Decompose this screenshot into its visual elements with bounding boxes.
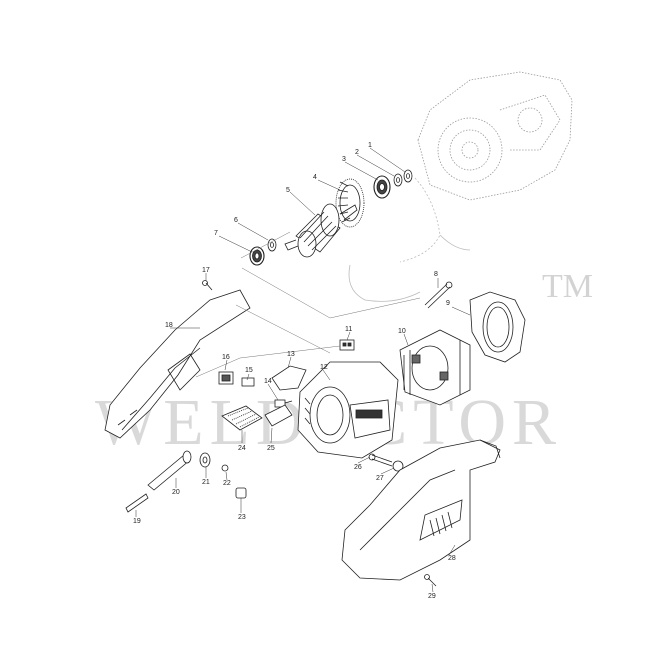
part-29-screw <box>424 574 437 587</box>
part-13-insulation-sheet <box>271 365 307 391</box>
part-22-pin <box>221 464 229 472</box>
callout-24: 24 <box>238 445 246 452</box>
part-25-switch <box>264 404 293 427</box>
callout-29: 29 <box>428 593 436 600</box>
part-1-thrust-washer <box>403 169 413 183</box>
assembly-guides <box>195 231 421 378</box>
callout-1: 1 <box>368 142 372 149</box>
callout-10: 10 <box>398 328 406 335</box>
callout-4: 4 <box>313 174 317 181</box>
part-21-nut <box>199 452 211 468</box>
callout-19: 19 <box>133 518 141 525</box>
watermark-trademark: TM <box>542 268 593 305</box>
callout-16: 16 <box>222 354 230 361</box>
part-28-handle-cover <box>341 439 501 581</box>
part-14-carbon-brush <box>274 399 293 408</box>
callout-15: 15 <box>245 367 253 374</box>
part-12-motor-housing <box>297 361 399 459</box>
part-3-bearing <box>373 175 391 199</box>
part-16-brush-holder <box>218 371 234 385</box>
part-26-bolt <box>368 453 393 467</box>
part-9-baffle-plate <box>469 291 526 363</box>
part-5-armature <box>284 203 358 258</box>
callout-5: 5 <box>286 187 290 194</box>
leader-lines <box>135 147 471 593</box>
part-2-washer <box>393 173 403 187</box>
callout-3: 3 <box>342 156 346 163</box>
part-4-helical-gear <box>335 178 365 228</box>
callout-17: 17 <box>202 267 210 274</box>
part-11-connector <box>339 339 355 351</box>
callout-26: 26 <box>354 464 362 471</box>
part-20-rod <box>147 450 192 491</box>
gear-housing <box>417 71 573 201</box>
callout-7: 7 <box>214 230 218 237</box>
callout-28: 28 <box>448 555 456 562</box>
part-17-screw <box>202 280 213 291</box>
part-23-cap <box>235 487 247 499</box>
callout-23: 23 <box>238 514 246 521</box>
callout-18: 18 <box>165 322 173 329</box>
callout-9: 9 <box>446 300 450 307</box>
callout-22: 22 <box>223 480 231 487</box>
callout-12: 12 <box>320 364 328 371</box>
part-6-washer <box>267 238 277 252</box>
part-19-pin <box>125 493 149 513</box>
callout-20: 20 <box>172 489 180 496</box>
callout-6: 6 <box>234 217 238 224</box>
part-24-filter <box>221 405 263 431</box>
part-15-carbon-brush <box>241 377 255 387</box>
callout-21: 21 <box>202 479 210 486</box>
part-18-handle-cover <box>104 289 251 439</box>
part-10-field <box>399 329 471 406</box>
callout-14: 14 <box>264 378 272 385</box>
part-27-cap-nut <box>392 460 404 472</box>
callout-8: 8 <box>434 271 438 278</box>
part-8-screw <box>424 281 453 309</box>
callout-11: 11 <box>345 326 352 333</box>
callout-25: 25 <box>267 445 275 452</box>
callout-13: 13 <box>287 351 295 358</box>
callout-27: 27 <box>376 475 384 482</box>
callout-2: 2 <box>355 149 359 156</box>
